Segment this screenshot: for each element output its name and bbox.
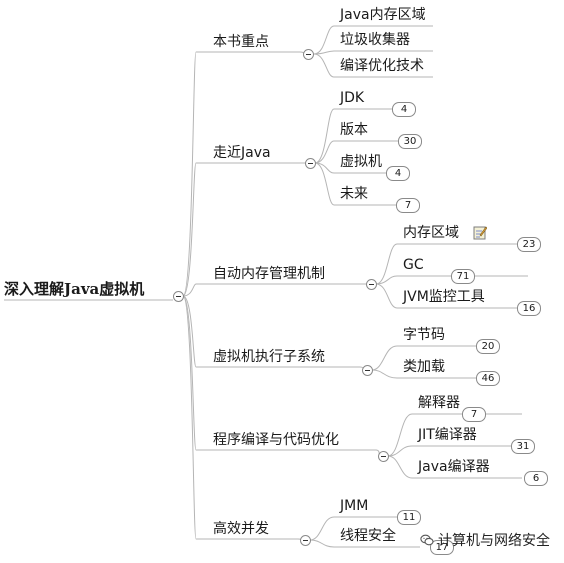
child-count-badge: 4 [386, 166, 410, 181]
child-topic: 线程安全 [340, 528, 396, 544]
note-edit-icon[interactable] [473, 225, 487, 240]
root-collapse-toggle[interactable] [173, 291, 184, 302]
child-connector [314, 140, 405, 164]
child-count-badge: 20 [476, 339, 500, 354]
child-connector [375, 243, 528, 285]
child-connector [387, 413, 522, 457]
child-connector [313, 50, 433, 55]
branch-collapse-toggle[interactable] [300, 535, 311, 546]
child-topic: 垃圾收集器 [340, 32, 410, 48]
branch-collapse-toggle[interactable] [362, 365, 373, 376]
branch-collapse-toggle[interactable] [378, 451, 389, 462]
root-topic: 深入理解Java虚拟机 [4, 280, 145, 298]
branch-connector [182, 295, 298, 540]
child-topic: GC [403, 257, 424, 273]
child-count-badge: 46 [476, 371, 500, 386]
branch-connector [182, 295, 360, 368]
child-topic: JMM [340, 498, 369, 514]
branch-connector [182, 295, 376, 451]
child-topic: 类加载 [403, 359, 445, 375]
child-connector [375, 275, 528, 285]
child-connector [313, 25, 433, 55]
child-topic: 解释器 [418, 395, 460, 411]
child-count-badge: 17 [430, 540, 454, 555]
child-count-badge: 7 [396, 198, 420, 213]
child-topic: 字节码 [403, 327, 445, 343]
branch-topic: 自动内存管理机制 [213, 266, 325, 282]
child-topic: 编译优化技术 [340, 58, 424, 74]
child-connector [375, 283, 528, 309]
child-connector [371, 345, 488, 371]
branch-topic: 走近Java [213, 145, 271, 161]
branch-topic: 程序编译与代码优化 [213, 432, 339, 448]
child-count-badge: 30 [398, 134, 422, 149]
branch-connector [182, 51, 300, 297]
child-connector [371, 369, 488, 379]
watermark-text: 计算机与网络安全 [438, 533, 550, 549]
child-topic: 版本 [340, 122, 368, 138]
branch-topic: 虚拟机执行子系统 [213, 349, 325, 365]
branch-connector [182, 162, 303, 297]
child-connector [309, 539, 420, 548]
child-topic: Java内存区域 [340, 7, 426, 23]
branch-topic: 本书重点 [213, 34, 269, 50]
child-count-badge: 31 [511, 439, 535, 454]
child-topic: JDK [340, 90, 365, 106]
child-count-badge: 23 [517, 237, 541, 252]
wechat-icon [420, 534, 434, 546]
child-topic: JVM监控工具 [403, 289, 485, 305]
branch-collapse-toggle[interactable] [305, 158, 316, 169]
child-connector [314, 108, 405, 164]
branch-collapse-toggle[interactable] [366, 279, 377, 290]
child-count-badge: 11 [397, 510, 421, 525]
child-connector [309, 516, 420, 541]
child-topic: JIT编译器 [418, 427, 477, 443]
child-connector [313, 53, 433, 78]
child-count-badge: 7 [462, 407, 486, 422]
child-topic: 虚拟机 [340, 154, 382, 170]
child-connector [387, 455, 522, 479]
child-connector [387, 445, 522, 457]
child-count-badge: 16 [517, 301, 541, 316]
branch-connector [182, 283, 364, 297]
child-topic: 内存区域 [403, 225, 459, 241]
watermark: 计算机与网络安全 [420, 530, 550, 550]
child-connector [314, 162, 405, 206]
child-topic: 未来 [340, 186, 368, 202]
branch-collapse-toggle[interactable] [303, 49, 314, 60]
child-count-badge: 4 [392, 102, 416, 117]
child-topic: Java编译器 [418, 459, 490, 475]
child-count-badge: 6 [524, 471, 548, 486]
child-connector [314, 162, 405, 174]
child-count-badge: 71 [451, 269, 475, 284]
branch-topic: 高效并发 [213, 521, 269, 537]
